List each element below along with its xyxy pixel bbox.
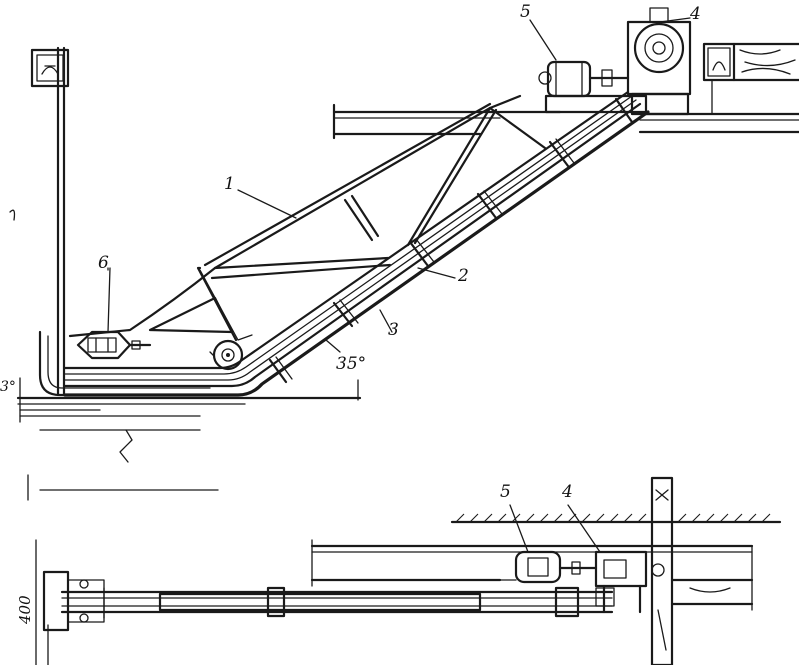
floor-line [16, 377, 362, 423]
plan-column [650, 476, 674, 665]
label-level: 3° [0, 379, 16, 395]
stray-mark [9, 209, 16, 221]
label-angle: 35° [336, 354, 367, 374]
base-tray [38, 330, 217, 397]
plan-beams [310, 539, 754, 611]
label-gearbox: 4 [690, 4, 701, 24]
label-beam: 2 [458, 266, 469, 286]
tension-unit [76, 267, 152, 360]
leader-lines [107, 17, 691, 353]
label-motor-plan: 5 [500, 482, 511, 502]
plan-conveyor [35, 539, 614, 665]
drive-plan [499, 504, 665, 614]
label-gearbox-plan: 4 [562, 482, 573, 502]
label-rollers: 3 [388, 320, 399, 340]
break-line [27, 429, 219, 501]
plan-view [35, 476, 782, 665]
label-motor: 5 [520, 2, 531, 22]
upper-beam [332, 103, 799, 140]
tail-pulley [209, 339, 244, 371]
elevation-view [9, 7, 799, 423]
label-width-dimension: 400 [16, 595, 34, 624]
truss-frame [68, 94, 547, 342]
conveyor-belt [63, 90, 650, 397]
label-frame: 1 [224, 174, 235, 194]
plan-wall [450, 513, 782, 524]
left-post [30, 46, 70, 397]
drive-elevation [538, 7, 799, 116]
label-tension-unit: 6 [98, 253, 109, 273]
